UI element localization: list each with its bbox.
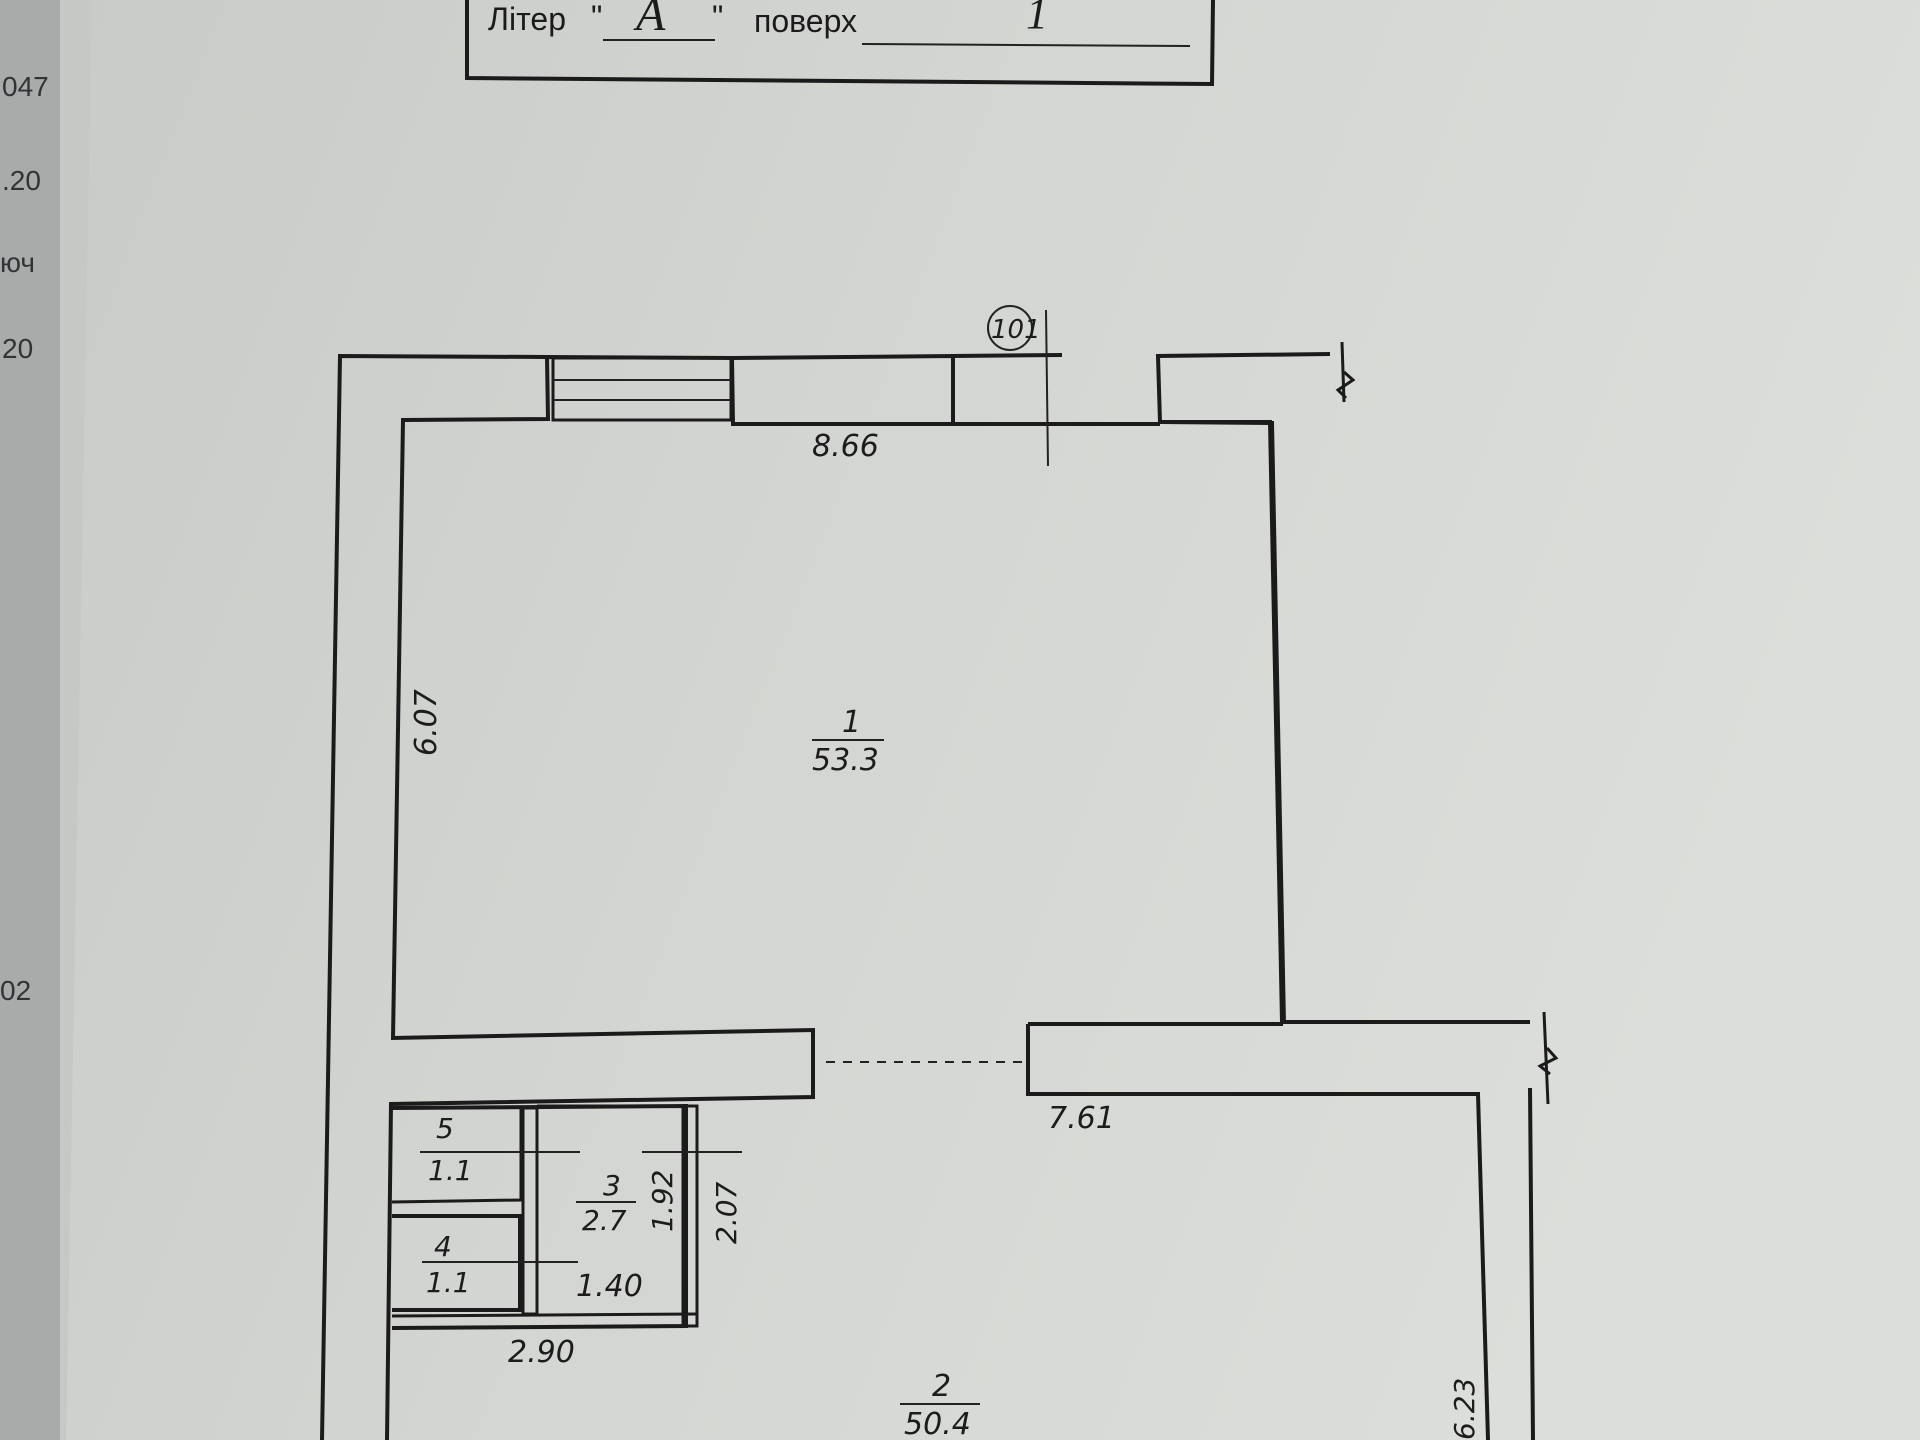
room-5-area: 1.1 [428, 1154, 473, 1187]
room-1-number: 1 [842, 705, 861, 740]
liter-value: А [633, 0, 666, 41]
outer-walls [320, 352, 1535, 1440]
liter-label: Літер [488, 1, 566, 37]
margin-fragment-3: юч [0, 247, 35, 278]
dim-right-depth: 2.07 [710, 1181, 743, 1244]
left-page [0, 0, 60, 1440]
window [551, 356, 733, 422]
floor-label: поверх [754, 3, 857, 39]
margin-fragment-4: 20 [2, 333, 33, 364]
paper-sheet [66, 0, 1920, 1440]
room-4-area: 1.1 [426, 1266, 471, 1299]
margin-fragment-1: 047 [2, 71, 49, 102]
room-3-label: 3 2.7 [576, 1169, 636, 1237]
axis-marker: 101 [987, 305, 1049, 467]
room-1-label: 1 53.3 [812, 705, 884, 778]
break-marks [1335, 341, 1559, 1105]
room-5-number: 5 [436, 1112, 454, 1145]
dim-hall-width: 7.61 [1048, 1101, 1115, 1136]
room-3-area: 2.7 [582, 1204, 627, 1237]
room-2-label: 2 50.4 [900, 1369, 980, 1440]
dim-top-width: 8.66 [812, 429, 879, 464]
dim-closet-width: 2.90 [508, 1335, 575, 1370]
dim-room3-width: 1.40 [576, 1269, 643, 1304]
room-1-area: 53.3 [812, 743, 879, 778]
room-4-number: 4 [434, 1230, 452, 1263]
floor-value: 1 [1026, 0, 1048, 38]
margin-fragment-5: 02 [0, 975, 31, 1006]
dim-room2-height: 6.23 [1448, 1378, 1481, 1440]
room-2-area: 50.4 [904, 1407, 971, 1440]
room-2-number: 2 [932, 1369, 951, 1404]
liter-close-quote: " [712, 0, 723, 35]
axis-marker-label: 101 [991, 315, 1041, 345]
room-5-label: 5 1.1 [420, 1112, 742, 1187]
title-block: Літер " А " поверх 1 [465, 0, 1215, 87]
dim-left-height: 6.07 [409, 689, 444, 756]
dim-room3-height: 1.92 [646, 1170, 679, 1232]
room-3-number: 3 [603, 1169, 621, 1202]
margin-fragment-2: .20 [2, 165, 41, 196]
room-4-label: 4 1.1 [422, 1230, 578, 1299]
liter-open-quote: " [591, 0, 602, 35]
closet-partitions [391, 1103, 699, 1330]
